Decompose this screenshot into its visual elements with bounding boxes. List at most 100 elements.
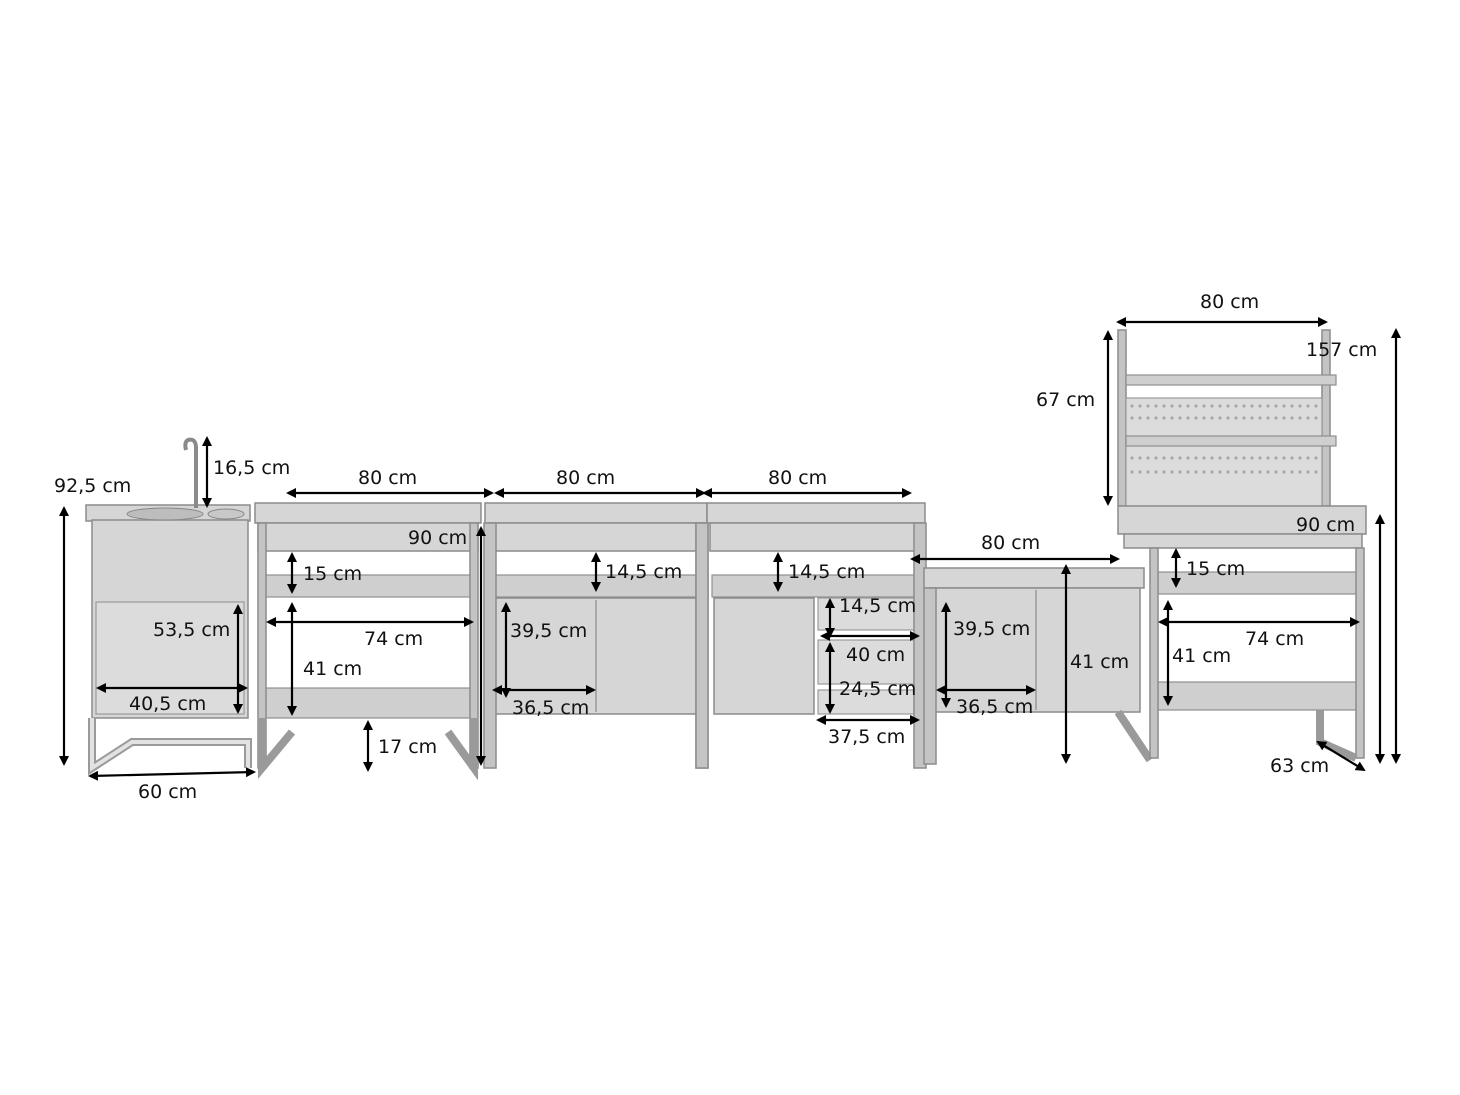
low-cabinet: [923, 567, 1154, 765]
pegboard-hole: [1242, 470, 1246, 474]
label-shelf-unit-inner-width: 74 cm: [1245, 628, 1304, 650]
label-low-cabinet-height: 41 cm: [1070, 651, 1129, 673]
label-cabinet-a-top-gap: 14,5 cm: [605, 561, 682, 583]
pegboard-hole: [1298, 416, 1302, 420]
pegboard-hole: [1154, 470, 1158, 474]
pegboard-hole: [1202, 416, 1206, 420]
dimension-labels: 92,5 cm 16,5 cm 53,5 cm 40,5 cm 60 cm 80…: [54, 291, 1377, 803]
pegboard-hole: [1138, 456, 1142, 460]
pegboard-hole: [1274, 456, 1278, 460]
faucet-icon: [183, 437, 198, 508]
pegboard-hole: [1314, 456, 1318, 460]
pegboard-hole: [1162, 416, 1166, 420]
label-sink-height-total: 92,5 cm: [54, 475, 131, 497]
pegboard-hole: [1146, 416, 1150, 420]
pegboard-hole: [1234, 456, 1238, 460]
pegboard-hole: [1210, 456, 1214, 460]
pegboard-hole: [1242, 404, 1246, 408]
pegboard-hole: [1186, 470, 1190, 474]
pegboard-hole: [1306, 416, 1310, 420]
label-open-unit-inner-height: 41 cm: [303, 658, 362, 680]
pegboard-hole: [1226, 456, 1230, 460]
pegboard-hole: [1218, 456, 1222, 460]
pegboard-hole: [1194, 416, 1198, 420]
pegboard-hole: [1154, 416, 1158, 420]
pegboard-hole: [1138, 416, 1142, 420]
pegboard-hole: [1218, 416, 1222, 420]
label-open-unit-inner-width: 74 cm: [364, 628, 423, 650]
pegboard-hole: [1258, 456, 1262, 460]
pegboard-hole: [1226, 470, 1230, 474]
pegboard-hole: [1178, 470, 1182, 474]
pegboard-hole: [1218, 404, 1222, 408]
pegboard-hole: [1250, 470, 1254, 474]
pegboard-hole: [1290, 416, 1294, 420]
pegboard-hole: [1234, 404, 1238, 408]
pegboard-hole: [1306, 404, 1310, 408]
pegboard-hole: [1258, 404, 1262, 408]
pegboard-hole: [1130, 470, 1134, 474]
pegboard-hole: [1314, 470, 1318, 474]
pegboard-hole: [1226, 404, 1230, 408]
label-open-unit-top-gap: 15 cm: [303, 563, 362, 585]
pegboard-hole: [1210, 404, 1214, 408]
pegboard-hole: [1242, 416, 1246, 420]
pegboard-hole: [1210, 470, 1214, 474]
pegboard-hole: [1170, 416, 1174, 420]
label-low-cabinet-width: 80 cm: [981, 532, 1040, 554]
label-open-unit-leg-height: 17 cm: [378, 736, 437, 758]
pegboard-hole: [1314, 404, 1318, 408]
pegboard-hole: [1234, 470, 1238, 474]
pegboard-hole: [1146, 404, 1150, 408]
pegboard-hole: [1202, 404, 1206, 408]
pegboard-hole: [1266, 404, 1270, 408]
pegboard-hole: [1194, 404, 1198, 408]
pegboard-hole: [1186, 416, 1190, 420]
pegboard-hole: [1138, 404, 1142, 408]
label-open-unit-height: 90 cm: [408, 527, 467, 549]
pegboard-hole: [1210, 416, 1214, 420]
pegboard-hole: [1138, 470, 1142, 474]
pegboard-hole: [1130, 416, 1134, 420]
pegboard-hole: [1130, 456, 1134, 460]
label-low-cabinet-door-height: 39,5 cm: [953, 618, 1030, 640]
pegboard-hole: [1274, 470, 1278, 474]
pegboard-hole: [1274, 404, 1278, 408]
pegboard-hole: [1194, 456, 1198, 460]
label-cabinet-b-top-gap: 14,5 cm: [788, 561, 865, 583]
pegboard-hole: [1282, 456, 1286, 460]
label-sink-depth: 60 cm: [138, 781, 197, 803]
label-shelf-unit-width: 80 cm: [1200, 291, 1259, 313]
pegboard-hole: [1274, 416, 1278, 420]
label-sink-drawer-height: 53,5 cm: [153, 619, 230, 641]
pegboard-hole: [1186, 404, 1190, 408]
label-cabinet-a-width: 80 cm: [556, 467, 615, 489]
pegboard-hole: [1290, 470, 1294, 474]
pegboard-hole: [1298, 470, 1302, 474]
sink-basin: [126, 507, 204, 521]
pegboard-hole: [1202, 470, 1206, 474]
label-shelf-unit-counter-height: 90 cm: [1296, 514, 1355, 536]
label-shelf-unit-total-height: 157 cm: [1306, 339, 1377, 361]
pegboard-hole: [1194, 470, 1198, 474]
label-faucet-height: 16,5 cm: [213, 457, 290, 479]
pegboard-hole: [1170, 470, 1174, 474]
pegboard-hole: [1162, 470, 1166, 474]
sink-unit: [85, 437, 252, 776]
label-open-unit-width: 80 cm: [358, 467, 417, 489]
pegboard-hole: [1250, 404, 1254, 408]
pegboard-hole: [1130, 404, 1134, 408]
pegboard-hole: [1146, 456, 1150, 460]
label-low-cabinet-door-width: 36,5 cm: [956, 696, 1033, 718]
pegboard-hole: [1266, 456, 1270, 460]
pegboard-hole: [1282, 470, 1286, 474]
pegboard-hole: [1266, 416, 1270, 420]
cabinet-b: [695, 502, 927, 769]
pegboard-hole: [1282, 416, 1286, 420]
pegboard-holes: [1130, 404, 1318, 474]
shelf-pegboard-unit: [1117, 329, 1367, 762]
label-cabinet-b-bottom-width: 37,5 cm: [828, 726, 905, 748]
pegboard-hole: [1242, 456, 1246, 460]
pegboard-hole: [1226, 416, 1230, 420]
label-shelf-unit-panel-height: 67 cm: [1036, 389, 1095, 411]
